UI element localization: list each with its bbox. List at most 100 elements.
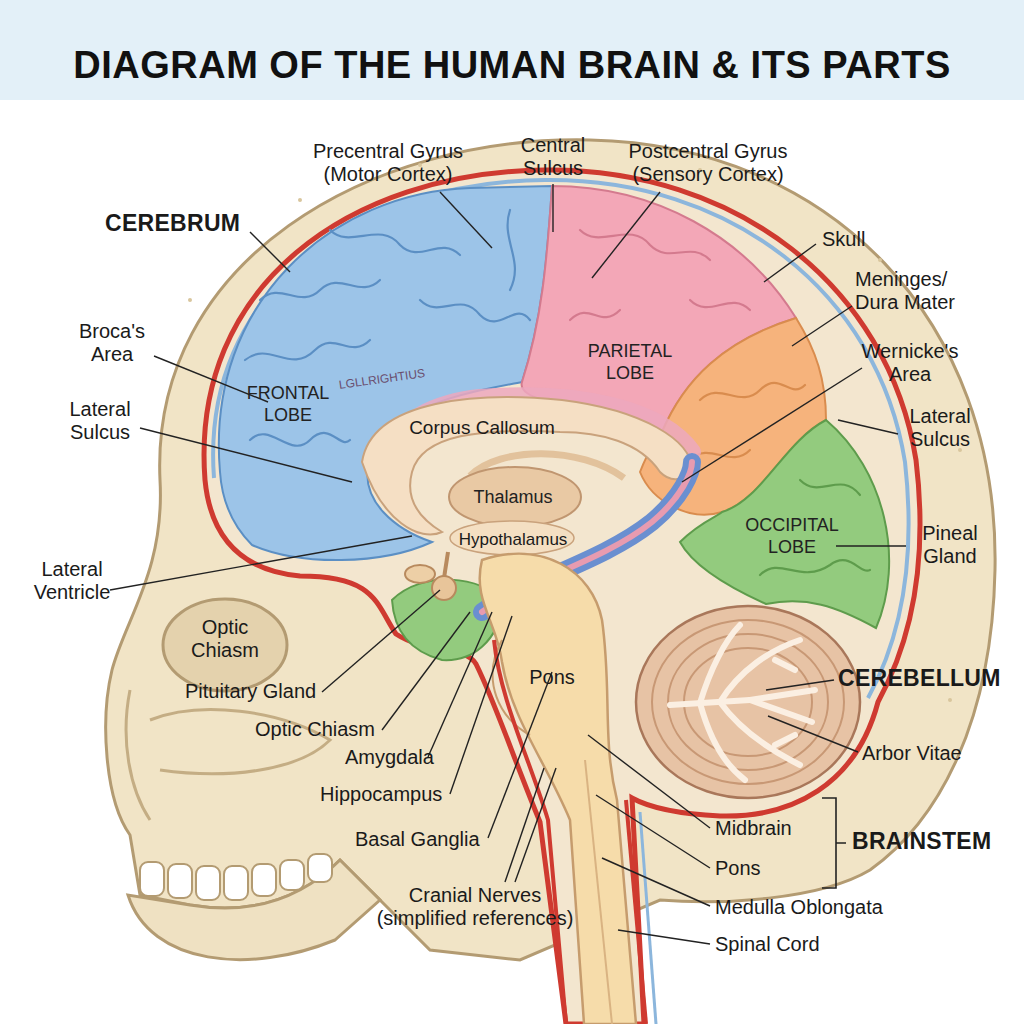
branch bbox=[750, 690, 815, 700]
optic-chiasm bbox=[405, 565, 435, 583]
leader-line bbox=[505, 768, 544, 882]
callout-label: Skull bbox=[822, 228, 865, 251]
dura-mater bbox=[204, 170, 920, 1024]
arbor-vitae bbox=[670, 625, 815, 780]
eye-socket bbox=[163, 599, 287, 691]
region-label: FRONTAL LOBE bbox=[238, 382, 338, 426]
gyrus-line bbox=[760, 560, 870, 575]
gyrus-line bbox=[250, 433, 350, 446]
callout-label: Central Sulcus bbox=[508, 134, 598, 180]
branch bbox=[775, 660, 795, 670]
folium bbox=[668, 634, 828, 770]
callout-label: Pituitary Gland bbox=[185, 680, 316, 703]
leader-line bbox=[602, 858, 710, 906]
leader-line bbox=[428, 612, 492, 757]
leader-line bbox=[838, 420, 898, 434]
leader-line bbox=[836, 545, 906, 546]
brainstem-bracket bbox=[822, 798, 846, 888]
leader-lines bbox=[110, 184, 906, 944]
gyrus-line bbox=[330, 230, 460, 255]
gyrus-line bbox=[245, 340, 370, 360]
region-label: Hypothalamus bbox=[459, 528, 568, 551]
region-label: Pons bbox=[529, 666, 575, 689]
hypothalamus bbox=[450, 521, 574, 555]
tooth bbox=[168, 864, 192, 898]
callout-label: Basal Ganglia bbox=[355, 828, 480, 851]
callout-label: Amygdala bbox=[345, 746, 434, 769]
meninges-front bbox=[494, 640, 566, 1024]
section-heading: CEREBELLUM bbox=[838, 667, 1001, 690]
bone-dot bbox=[298, 198, 302, 202]
gyri bbox=[245, 210, 870, 575]
section-heading: CEREBRUM bbox=[105, 212, 240, 235]
callout-label: Pons bbox=[715, 857, 761, 880]
occipital-lobe bbox=[680, 420, 889, 628]
callout-label: Midbrain bbox=[715, 817, 792, 840]
leader-line bbox=[440, 192, 492, 248]
tooth bbox=[140, 862, 164, 896]
leader-line bbox=[110, 536, 412, 590]
tooth bbox=[196, 866, 220, 900]
pituitary-gland bbox=[432, 576, 456, 600]
tooth bbox=[280, 860, 304, 890]
region-label: Corpus Callosum bbox=[409, 416, 555, 439]
leader-line bbox=[792, 306, 852, 346]
gyrus-line bbox=[260, 280, 380, 300]
callout-label: Postcentral Gyrus (Sensory Cortex) bbox=[608, 140, 808, 186]
leader-line bbox=[592, 192, 660, 278]
leader-line bbox=[552, 184, 553, 232]
callout-label: Broca's Area bbox=[72, 320, 152, 366]
gyrus-line bbox=[800, 480, 860, 495]
arachnoid-cord bbox=[640, 812, 656, 1024]
gyrus-line bbox=[420, 300, 530, 321]
brainstem bbox=[480, 554, 636, 1024]
cerebellum bbox=[636, 606, 860, 798]
leader-line bbox=[140, 428, 352, 482]
gyrus-line bbox=[690, 300, 750, 310]
branch bbox=[750, 700, 812, 722]
callout-label: Spinal Cord bbox=[715, 933, 820, 956]
callout-label: Lateral Sulcus bbox=[900, 405, 980, 451]
leader-line bbox=[382, 612, 470, 730]
region-label: OCCIPITAL LOBE bbox=[737, 514, 847, 558]
pituitary-stalk bbox=[444, 552, 448, 578]
tooth bbox=[308, 854, 332, 882]
gyrus-line bbox=[700, 383, 805, 400]
branch bbox=[700, 703, 745, 780]
callout-label: Medulla Oblongata bbox=[715, 896, 883, 919]
leader-line bbox=[488, 672, 552, 838]
callout-label: Optic Chiasm bbox=[185, 616, 265, 662]
branch bbox=[700, 625, 740, 703]
leader-line bbox=[588, 735, 710, 828]
callout-label: Pineal Gland bbox=[910, 522, 990, 568]
callout-label: Wernicke's Area bbox=[855, 340, 965, 386]
leader-line bbox=[515, 768, 556, 882]
bone-dot bbox=[188, 298, 192, 302]
section-heading: BRAINSTEM bbox=[852, 830, 991, 853]
leader-line bbox=[250, 232, 290, 272]
branch bbox=[670, 700, 750, 705]
region-label: Thalamus bbox=[473, 486, 552, 508]
thalamus bbox=[449, 467, 581, 527]
callout-label: Meninges/ Dura Mater bbox=[855, 268, 970, 314]
gyrus-line bbox=[580, 230, 710, 260]
bone-dot bbox=[948, 698, 952, 702]
branch bbox=[775, 735, 795, 745]
leader-line bbox=[764, 244, 816, 282]
gyrus-line bbox=[508, 210, 515, 290]
callout-label: Optic Chiasm bbox=[255, 718, 375, 741]
teeth bbox=[140, 854, 332, 900]
leader-line bbox=[596, 795, 710, 868]
leader-line bbox=[450, 616, 512, 794]
bone-dot bbox=[878, 258, 882, 262]
tooth bbox=[252, 864, 276, 896]
leader-line bbox=[618, 930, 710, 944]
jaw bbox=[128, 860, 380, 960]
callout-label: Precentral Gyrus (Motor Cortex) bbox=[293, 140, 483, 186]
leader-line bbox=[766, 680, 834, 690]
callout-label: Hippocampus bbox=[320, 783, 442, 806]
cord-line bbox=[585, 760, 612, 1024]
corpus-callosum bbox=[362, 397, 692, 534]
callout-label: Arbor Vitae bbox=[862, 742, 962, 765]
